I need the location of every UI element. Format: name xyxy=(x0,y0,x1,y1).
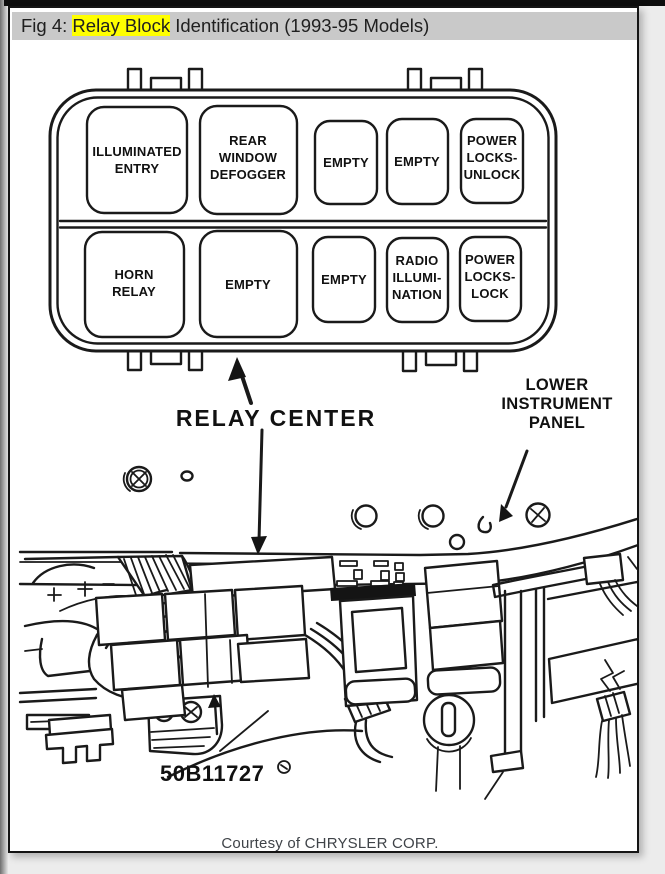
screw-icon xyxy=(277,760,291,774)
figure-page: Fig 4: Relay Block Identification (1993-… xyxy=(8,6,639,853)
relay-slot-label: ILLUMINATED xyxy=(92,144,181,159)
relay-slot-horn-relay: HORN RELAY xyxy=(83,230,186,339)
hvac-housing xyxy=(330,559,505,792)
kick-panel xyxy=(23,555,129,678)
grommet-icon xyxy=(350,504,378,530)
relay-slot-power-locks-lock: POWER LOCKS- LOCK xyxy=(458,235,523,323)
caption-prefix: Fig 4: xyxy=(21,15,73,36)
glovebox-lower-panel xyxy=(547,637,637,705)
relay-slot-label: EMPTY xyxy=(323,155,369,170)
relay-center-pointer-arrowhead-icon xyxy=(251,536,267,555)
lower-instrument-panel-arrow xyxy=(504,449,529,509)
right-structure xyxy=(484,552,637,800)
housing-tab xyxy=(462,349,479,373)
lower-instrument-panel-label: PANEL xyxy=(529,414,585,432)
relay-slot-label: ILLUMI- xyxy=(392,270,441,285)
ignition-cylinder xyxy=(422,693,476,792)
housing-tab xyxy=(424,349,458,367)
relay-center-assembly xyxy=(94,555,394,764)
window-edge-shade xyxy=(0,0,8,874)
relay-slot-power-locks-unlock: POWER LOCKS- UNLOCK xyxy=(459,117,525,205)
panel-fasteners xyxy=(122,465,551,551)
figure-caption-bar: Fig 4: Relay Block Identification (1993-… xyxy=(12,12,637,40)
bracket-arrowhead-icon xyxy=(208,694,221,708)
relay-center-arrowhead-icon xyxy=(228,357,246,381)
relay-slot-label: POWER xyxy=(465,252,516,267)
phillips-screw-icon xyxy=(122,465,153,493)
sill-and-connectors xyxy=(18,687,115,765)
relay-slot-label: EMPTY xyxy=(394,154,440,169)
part-number: 50B11727 xyxy=(160,761,264,786)
relay-slot-label: LOCKS- xyxy=(464,269,515,284)
relay-slot-label: REAR xyxy=(229,133,267,148)
relay-slot-radio-illumination: RADIO ILLUMI- NATION xyxy=(385,236,450,324)
relay-slot-label: HORN xyxy=(114,267,153,282)
housing-inner-shell xyxy=(56,96,550,345)
relay-slot-label: EMPTY xyxy=(225,277,271,292)
relay-slot-label: WINDOW xyxy=(219,150,278,165)
relay-center-label: RELAY CENTER xyxy=(176,405,376,431)
lower-instrument-panel-label: LOWER xyxy=(526,376,589,394)
window-top-border xyxy=(4,0,665,6)
relay-slot-label: RELAY xyxy=(112,284,156,299)
relay-slot-label: ENTRY xyxy=(115,161,160,176)
relay-slot-label: POWER xyxy=(467,133,518,148)
relay-center-callout: RELAY CENTER xyxy=(176,357,376,555)
relay-slot-empty-bottom-1: EMPTY xyxy=(198,229,299,339)
housing-tab xyxy=(149,348,183,366)
relay-slot-illuminated-entry: ILLUMINATED ENTRY xyxy=(85,105,189,215)
caption-suffix: Identification (1993-95 Models) xyxy=(170,15,430,36)
panel-hole-icon xyxy=(448,533,466,551)
housing-tab xyxy=(401,349,418,373)
terminal-strip xyxy=(336,560,405,588)
relay-slot-empty-top-2: EMPTY xyxy=(385,117,450,206)
relay-slot-empty-bottom-2: EMPTY xyxy=(311,235,377,324)
relay-slot-label: LOCKS- xyxy=(466,150,517,165)
relay-slot-label: EMPTY xyxy=(321,272,367,287)
relay-slot-empty-top-1: EMPTY xyxy=(313,119,379,206)
credit-line: Courtesy of CHRYSLER CORP. xyxy=(221,835,438,851)
relay-slot-label: RADIO xyxy=(396,253,439,268)
housing-tab xyxy=(429,76,463,94)
relay-slot-label: DEFOGGER xyxy=(210,167,286,182)
housing-tab xyxy=(149,76,183,94)
bracket-pointer-arrow xyxy=(213,701,219,736)
relay-slot-label: LOCK xyxy=(471,286,509,301)
lower-instrument-panel-callout: LOWER INSTRUMENT PANEL xyxy=(499,376,612,522)
housing-tab xyxy=(406,67,423,94)
relay-slot-label: NATION xyxy=(392,287,442,302)
housing-tab xyxy=(187,67,204,94)
housing-tab xyxy=(467,67,484,94)
lower-instrument-panel-label: INSTRUMENT xyxy=(501,395,612,413)
relay-center-arrow xyxy=(239,371,253,405)
cross-screw-icon xyxy=(525,502,551,528)
relay-center-pointer-arrow xyxy=(257,428,264,543)
clip-hook-icon xyxy=(477,515,492,534)
relay-diagram: ILLUMINATED ENTRY REAR WINDOW DEFOGGER E… xyxy=(18,67,637,851)
lower-instrument-panel-arrowhead-icon xyxy=(499,504,513,522)
caption-highlight: Relay Block xyxy=(72,15,171,36)
panel-hole-icon xyxy=(180,470,194,482)
right-harness xyxy=(595,659,632,779)
connector-teeth xyxy=(44,727,115,765)
housing-tab xyxy=(126,67,143,94)
relay-slot-rear-window-defogger: REAR WINDOW DEFOGGER xyxy=(198,104,299,216)
housing-tab xyxy=(187,348,204,372)
housing-tab xyxy=(126,348,143,372)
relay-slot-label: UNLOCK xyxy=(464,167,521,182)
grommet-icon xyxy=(417,504,445,530)
